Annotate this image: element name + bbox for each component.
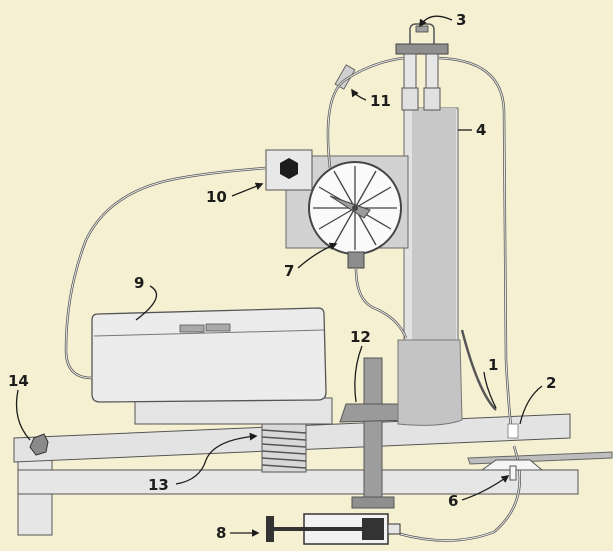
tray-base <box>134 397 333 425</box>
leader-3 <box>419 15 453 28</box>
valve-box <box>265 149 313 191</box>
label-9: 9 <box>134 274 144 292</box>
clamp-shaft <box>339 357 411 509</box>
check-fitting <box>480 459 544 481</box>
vertical-column <box>397 107 463 426</box>
spring-icon <box>261 423 307 473</box>
leader-9 <box>135 285 158 321</box>
label-14: 14 <box>8 372 29 390</box>
gauge-fitting <box>347 251 365 269</box>
leader-7 <box>297 242 338 269</box>
tray-latch <box>179 324 205 333</box>
label-2: 2 <box>546 374 556 392</box>
leader-11 <box>351 88 367 101</box>
label-3: 3 <box>456 11 466 29</box>
tray-assembly <box>91 307 333 425</box>
label-1: 1 <box>488 356 498 374</box>
top-fitting <box>395 23 449 111</box>
leader-1 <box>483 371 497 409</box>
valve-knob-icon <box>280 158 298 179</box>
hexagon-nut-icon <box>29 433 49 456</box>
leader-6 <box>461 475 510 501</box>
tray-box <box>91 307 327 403</box>
label-7: 7 <box>284 262 294 280</box>
label-10: 10 <box>206 188 227 206</box>
leader-10 <box>231 182 264 197</box>
right-track <box>467 451 613 465</box>
label-6: 6 <box>448 492 458 510</box>
label-13: 13 <box>148 476 169 494</box>
label-12: 12 <box>350 328 371 346</box>
leader-14 <box>15 389 31 441</box>
gauge-dial-icon <box>308 161 402 255</box>
leader-12 <box>354 345 363 403</box>
leader-2 <box>519 385 543 425</box>
callouts <box>15 15 543 537</box>
label-11: 11 <box>370 92 391 110</box>
base-lower-rail <box>17 469 579 495</box>
syringe-icon <box>266 513 401 545</box>
leader-13 <box>175 432 258 485</box>
label-4: 4 <box>476 121 486 139</box>
label-8: 8 <box>216 524 226 542</box>
junction-marker <box>507 423 519 439</box>
